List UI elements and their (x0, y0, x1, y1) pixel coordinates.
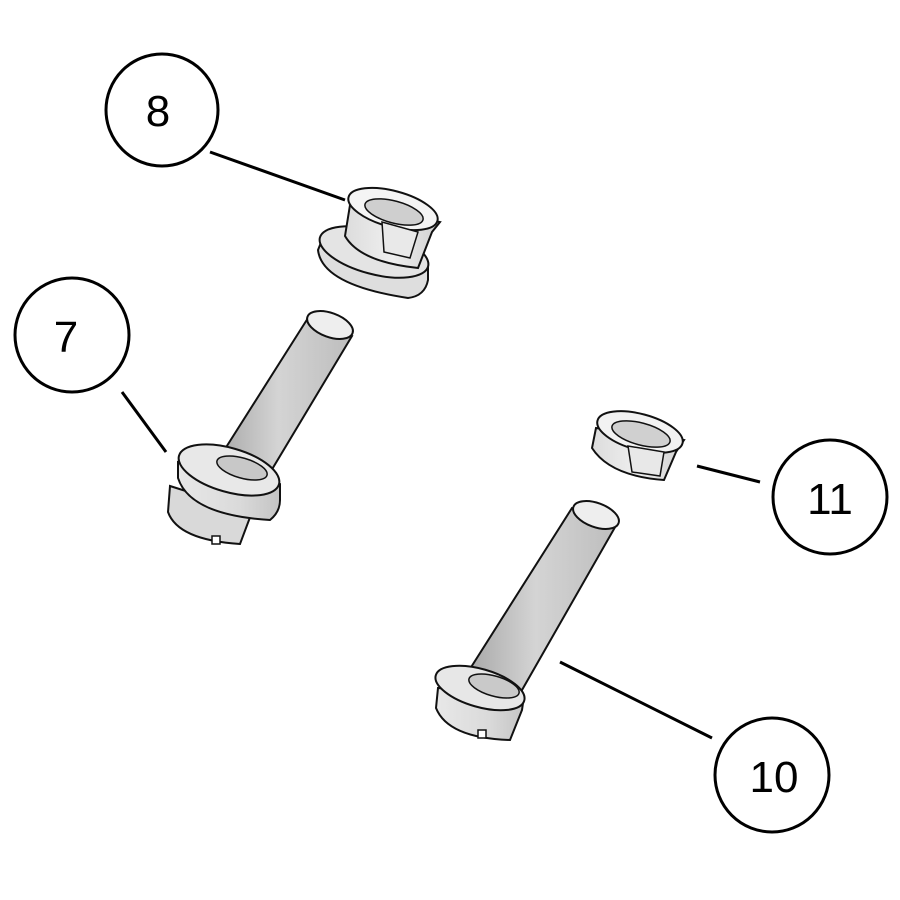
callout-10: 10 (713, 716, 831, 834)
callout-label-10: 10 (750, 753, 799, 802)
leader-line-10 (559, 660, 713, 740)
callout-label-8: 8 (146, 87, 170, 136)
part-10-guide-pin (434, 500, 620, 742)
callout-11: 11 (771, 438, 889, 556)
part-7-guide-pin (166, 310, 354, 546)
leader-line-8 (209, 150, 346, 202)
part-8-bushing (316, 186, 442, 300)
callout-7: 7 (13, 276, 131, 394)
callout-8: 8 (104, 52, 220, 168)
leader-line-11 (696, 464, 761, 484)
leader-line-7 (120, 391, 168, 453)
callout-label-11: 11 (807, 475, 853, 524)
callout-label-7: 7 (54, 313, 78, 362)
part-11-cap-nut (590, 410, 686, 482)
